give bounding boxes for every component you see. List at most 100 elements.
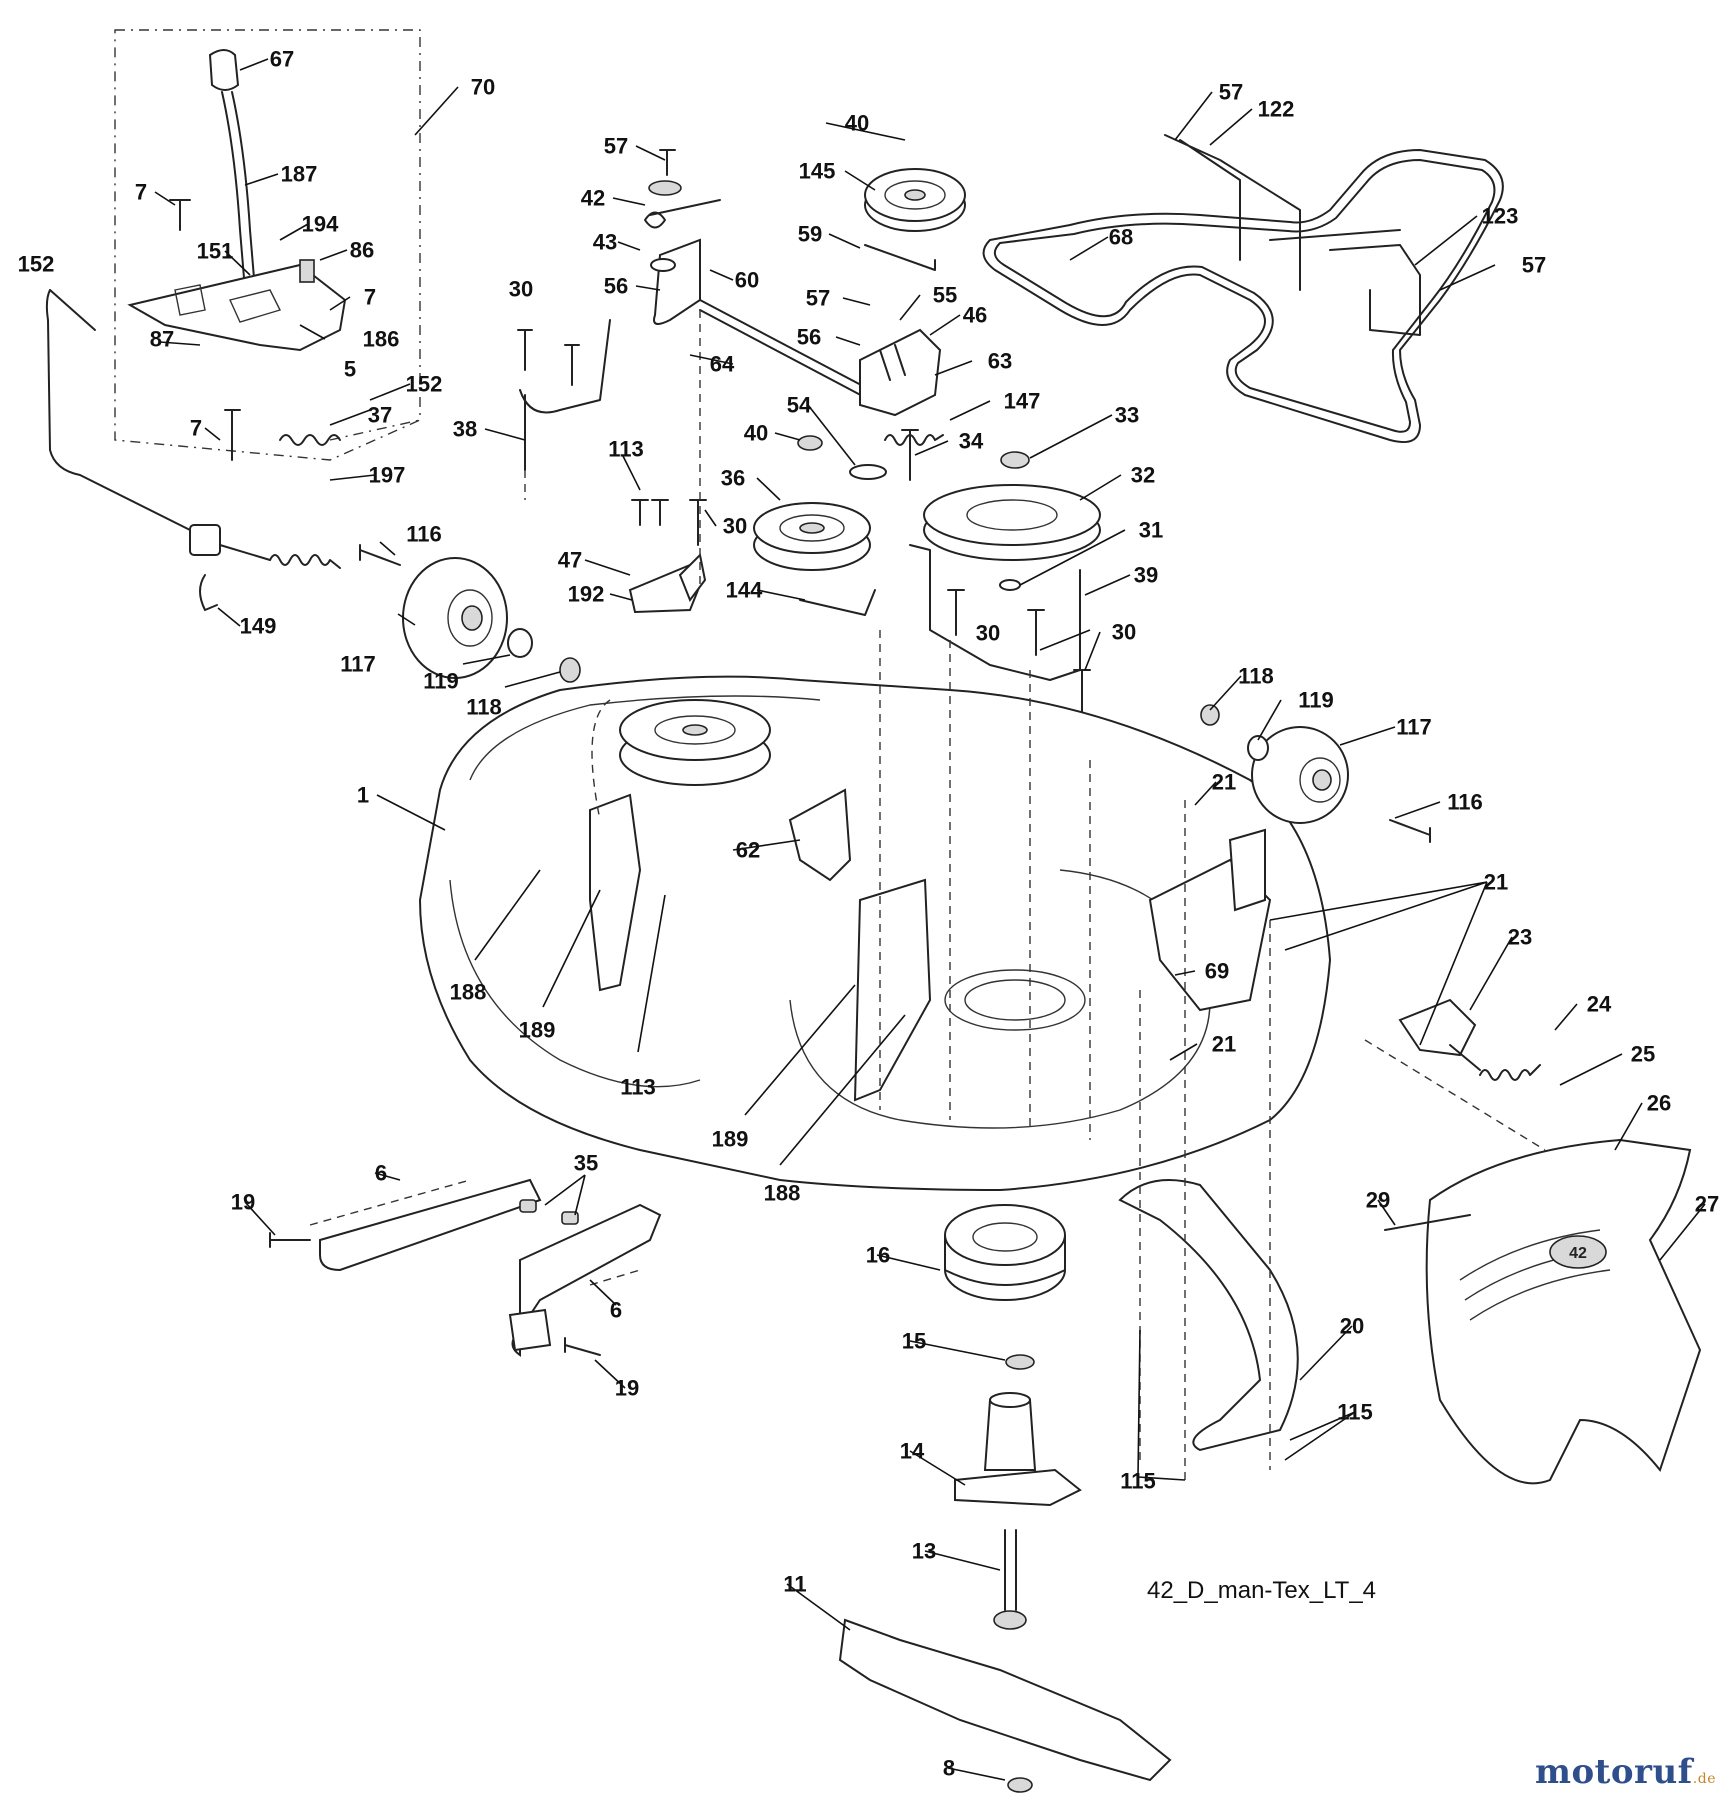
callout-label: 39	[1134, 563, 1158, 588]
callout-leaders	[154, 58, 1706, 1781]
callout-label: 1	[357, 783, 369, 808]
callout-label: 8	[943, 1756, 955, 1781]
callout-label: 123	[1482, 204, 1519, 229]
callout-label: 62	[736, 838, 760, 863]
callout-label: 6	[375, 1161, 387, 1186]
callout-label: 189	[712, 1127, 749, 1152]
callout-label: 86	[350, 238, 374, 263]
callout-label: 57	[806, 286, 830, 311]
callout-label: 40	[744, 421, 768, 446]
callout-label: 149	[240, 614, 277, 639]
callout-label: 57	[604, 134, 628, 159]
callout-label: 56	[797, 325, 821, 350]
callout-label: 119	[423, 669, 459, 694]
callout-label: 69	[1205, 959, 1229, 984]
callout-label: 122	[1258, 97, 1295, 122]
callout-label: 30	[1112, 620, 1136, 645]
callout-label: 20	[1340, 1314, 1364, 1339]
callout-label: 31	[1139, 518, 1163, 543]
callout-label: 197	[369, 463, 406, 488]
callout-label: 26	[1647, 1091, 1671, 1116]
callout-label: 30	[976, 621, 1000, 646]
callout-label: 19	[615, 1376, 639, 1401]
part-illustrations: 42	[45, 29, 1702, 1793]
callout-label: 6	[610, 1298, 622, 1323]
callout-label: 192	[568, 582, 605, 607]
callout-label: 21	[1212, 1032, 1236, 1057]
callout-label: 57	[1522, 253, 1546, 278]
callout-label: 30	[509, 277, 533, 302]
watermark-logo: motoruf.de	[1535, 1752, 1716, 1792]
callout-label: 189	[519, 1018, 556, 1043]
callout-label: 42	[581, 186, 605, 211]
callout-label: 68	[1109, 225, 1133, 250]
callout-label: 67	[270, 47, 294, 72]
callout-label: 56	[604, 274, 628, 299]
callout-label: 118	[466, 695, 502, 720]
callout-label: 5	[344, 357, 356, 382]
callout-label: 113	[620, 1075, 656, 1100]
callout-label: 118	[1238, 664, 1274, 689]
callout-label: 11	[783, 1572, 806, 1597]
callout-label: 119	[1298, 688, 1334, 713]
callout-label: 55	[933, 283, 957, 308]
callout-label: 43	[593, 230, 617, 255]
callout-label: 27	[1695, 1192, 1719, 1217]
callout-label: 7	[190, 416, 202, 441]
watermark-name: motoruf	[1535, 1752, 1693, 1792]
callout-label: 37	[368, 403, 392, 428]
callout-label: 23	[1508, 925, 1532, 950]
callout-label: 35	[574, 1151, 598, 1176]
callout-label: 40	[845, 111, 869, 136]
callout-label: 64	[710, 352, 735, 377]
callout-label: 152	[18, 252, 55, 277]
callout-labels: 67 70 187 7 194 86 151 7 152 87 186 5 15…	[18, 47, 1720, 1781]
callout-label: 30	[723, 514, 747, 539]
callout-label: 144	[726, 578, 763, 603]
figure-code: 42_D_man-Tex_LT_4	[1147, 1577, 1376, 1604]
callout-label: 145	[799, 159, 836, 184]
callout-label: 7	[364, 285, 376, 310]
callout-label: 188	[764, 1181, 801, 1206]
callout-label: 115	[1337, 1400, 1373, 1425]
callout-label: 7	[135, 180, 147, 205]
callout-label: 188	[450, 980, 487, 1005]
callout-label: 115	[1120, 1469, 1156, 1494]
callout-label: 186	[363, 327, 400, 352]
callout-label: 147	[1004, 389, 1041, 414]
callout-label: 21	[1212, 770, 1236, 795]
callout-label: 87	[150, 327, 174, 352]
callout-label: 13	[912, 1539, 936, 1564]
callout-label: 16	[866, 1243, 890, 1268]
callout-label: 19	[231, 1190, 255, 1215]
callout-label: 14	[900, 1439, 925, 1464]
callout-label: 21	[1484, 870, 1508, 895]
callout-label: 60	[735, 268, 759, 293]
callout-label: 117	[340, 652, 376, 677]
callout-label: 116	[1447, 790, 1483, 815]
callout-label: 152	[406, 372, 443, 397]
callout-label: 194	[302, 212, 339, 237]
callout-label: 187	[281, 162, 318, 187]
callout-label: 116	[406, 522, 442, 547]
callout-label: 70	[471, 75, 495, 100]
callout-label: 57	[1219, 80, 1243, 105]
callout-label: 46	[963, 303, 987, 328]
callout-label: 151	[197, 239, 234, 264]
callout-label: 36	[721, 466, 745, 491]
callout-label: 32	[1131, 463, 1155, 488]
callout-label: 34	[959, 429, 984, 454]
callout-label: 33	[1115, 403, 1139, 428]
watermark-suffix: .de	[1692, 1771, 1716, 1787]
callout-label: 59	[798, 222, 822, 247]
callout-label: 113	[608, 437, 644, 462]
callout-label: 24	[1587, 992, 1612, 1017]
callout-label: 38	[453, 417, 477, 442]
callout-label: 63	[988, 349, 1012, 374]
svg-text:42: 42	[1569, 1245, 1587, 1262]
callout-label: 15	[902, 1329, 926, 1354]
callout-label: 47	[558, 548, 582, 573]
callout-label: 54	[787, 393, 812, 418]
callout-label: 29	[1366, 1188, 1390, 1213]
